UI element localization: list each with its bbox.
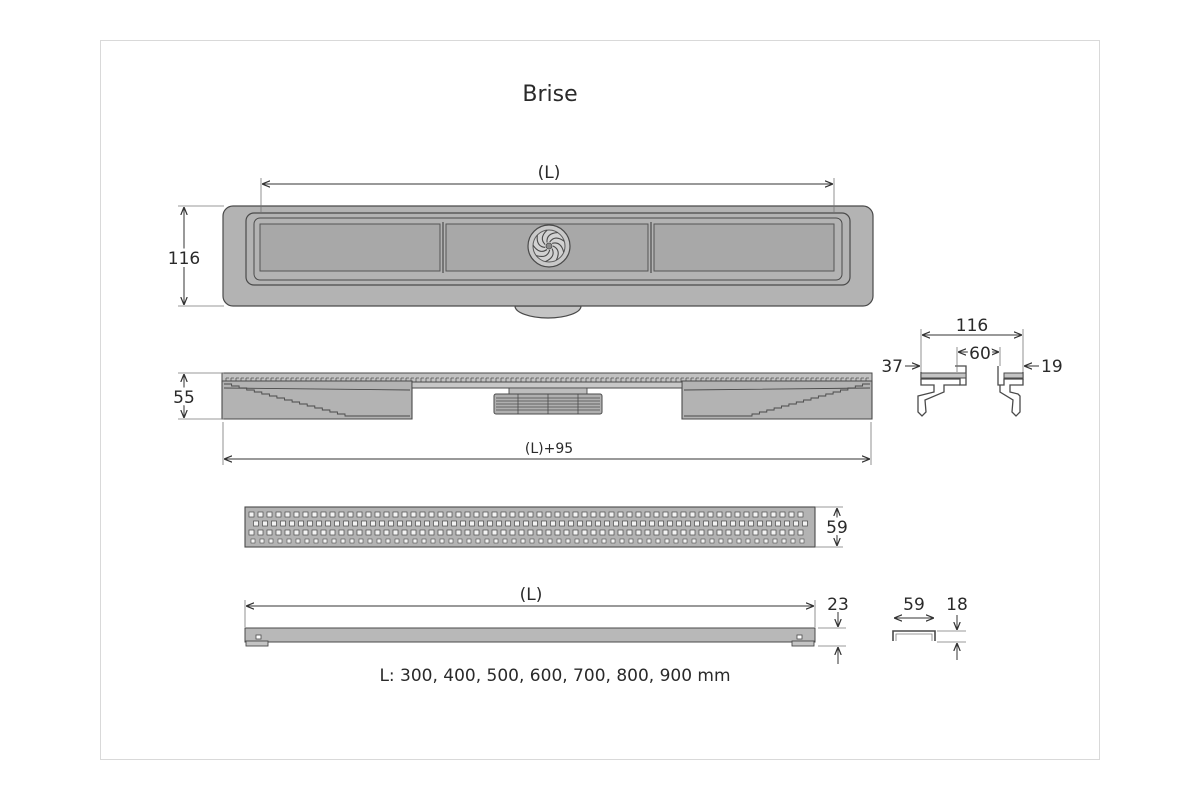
grate-section-width-label: 59 xyxy=(903,595,925,615)
grate-perforation xyxy=(248,511,808,544)
length-options: L: 300, 400, 500, 600, 700, 800, 900 mm xyxy=(379,666,730,686)
grate-top-view xyxy=(244,506,816,548)
grate-foot-left xyxy=(245,640,269,647)
grate-side-strip xyxy=(244,627,816,643)
grate-length-label: (L) xyxy=(520,585,543,605)
channel-left-label: 37 xyxy=(881,357,903,377)
grate-side-view xyxy=(244,627,816,647)
grate-side-height-label: 23 xyxy=(827,595,849,615)
top-view-dimensions: (L) 116 xyxy=(165,163,835,307)
side-view-dimensions: 55 (L)+95 xyxy=(170,372,872,465)
grate-section-height-label: 18 xyxy=(946,595,968,615)
drain-panel-right xyxy=(653,223,835,272)
channel-section: 116 60 37 19 xyxy=(881,314,1063,417)
drain-side-view xyxy=(221,372,873,420)
top-height-label: 116 xyxy=(168,249,200,269)
side-left-wedge xyxy=(221,380,413,420)
top-length-label: (L) xyxy=(538,163,561,183)
side-channel-mid xyxy=(411,381,683,389)
side-right-wedge xyxy=(681,380,873,420)
grate-foot-right xyxy=(791,640,815,647)
drawing-title: Brise xyxy=(522,82,577,107)
drain-frame-outer xyxy=(245,212,851,286)
side-height-label: 55 xyxy=(173,388,195,408)
grate-section: 59 18 xyxy=(892,595,968,660)
grate-height-label: 59 xyxy=(826,518,848,538)
siphon-body xyxy=(493,387,603,415)
channel-inner-label: 60 xyxy=(969,344,991,364)
drain-top-view xyxy=(222,205,874,319)
channel-width-label: 116 xyxy=(956,316,988,336)
drain-frame-inner xyxy=(253,217,843,281)
outlet-disc xyxy=(514,305,582,319)
strainer-icon xyxy=(527,224,571,268)
channel-right-label: 19 xyxy=(1041,357,1063,377)
side-length-label: (L)+95 xyxy=(525,441,573,457)
grate-top-dimensions: 59 xyxy=(815,506,851,548)
drain-panel-left xyxy=(259,223,441,272)
grate-side-dimensions: (L) 23 xyxy=(244,582,849,664)
